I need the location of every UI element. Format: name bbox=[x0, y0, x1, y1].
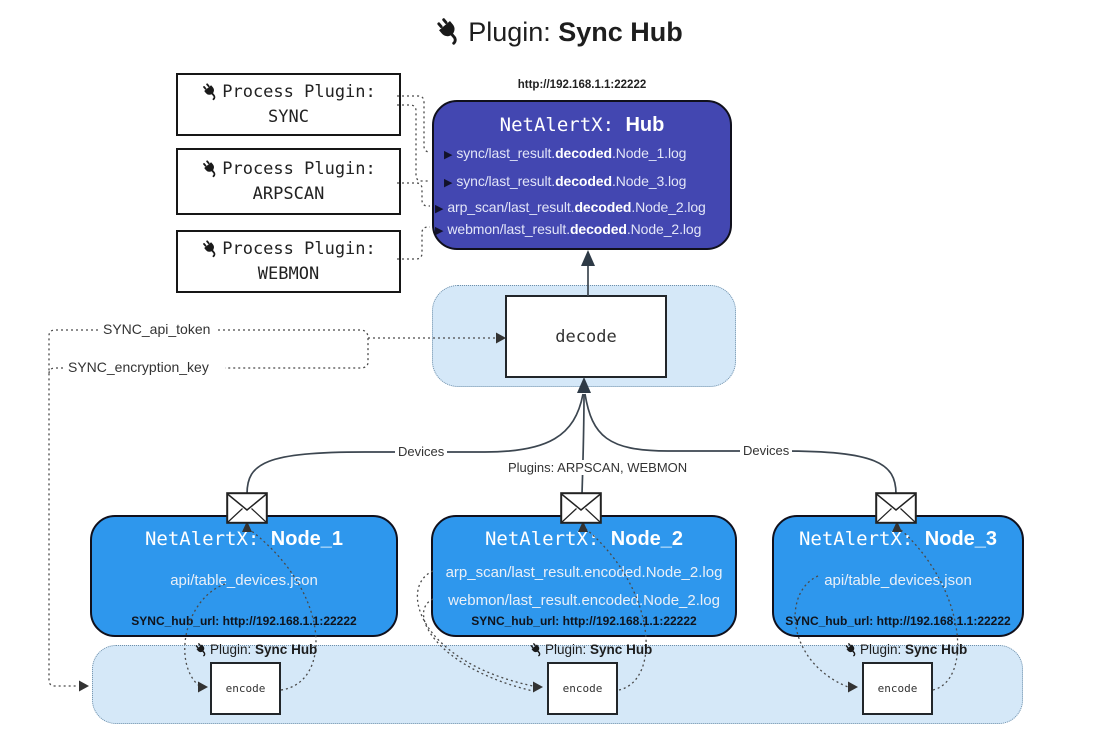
encode-plugin-label: Plugin: Sync Hub bbox=[844, 642, 967, 657]
process-plugin-name: SYNC bbox=[268, 106, 309, 127]
node-file: webmon/last_result.encoded.Node_2.log bbox=[448, 592, 720, 609]
encode-plugin-label: Plugin: Sync Hub bbox=[529, 642, 652, 657]
node3-box: NetAlertX: Node_3 api/table_devices.json… bbox=[772, 515, 1024, 637]
encode-box: encode bbox=[547, 662, 618, 715]
link-sync-log2 bbox=[397, 104, 430, 182]
plug-icon bbox=[434, 16, 464, 46]
triangle-marker-icon: ▶ bbox=[435, 225, 444, 237]
node2-box: NetAlertX: Node_2 arp_scan/last_result.e… bbox=[431, 515, 737, 637]
page-title: Plugin: Sync Hub bbox=[0, 16, 1117, 48]
node-file: arp_scan/last_result.encoded.Node_2.log bbox=[445, 564, 723, 581]
link-secrets-bottom bbox=[48, 329, 103, 687]
edge-label-devices-right: Devices bbox=[740, 443, 793, 458]
process-plugin-label: Process Plugin: bbox=[201, 80, 376, 105]
node-file: api/table_devices.json bbox=[170, 572, 318, 589]
hub-log-line: ▶arp_scan/last_result.decoded.Node_2.log bbox=[435, 199, 706, 215]
title-name: Sync Hub bbox=[558, 17, 683, 47]
triangle-marker-icon: ▶ bbox=[444, 149, 453, 161]
decode-box: decode bbox=[505, 295, 667, 378]
encode-plugin-label: Plugin: Sync Hub bbox=[194, 642, 317, 657]
process-plugin-arpscan-box: Process Plugin: ARPSCAN bbox=[176, 148, 401, 215]
plug-icon bbox=[194, 642, 209, 657]
node-title: NetAlertX: Node_2 bbox=[484, 528, 684, 550]
hub-box: NetAlertX: Hub ▶sync/last_result.decoded… bbox=[432, 100, 732, 250]
hub-url-label: http://192.168.1.1:22222 bbox=[517, 79, 647, 91]
envelope-icon bbox=[560, 492, 602, 524]
node-title: NetAlertX: Node_3 bbox=[798, 528, 998, 550]
process-plugin-label: Process Plugin: bbox=[201, 237, 376, 262]
process-plugin-sync-box: Process Plugin: SYNC bbox=[176, 73, 401, 136]
encode-box: encode bbox=[210, 662, 281, 715]
edge-label-devices-left: Devices bbox=[395, 444, 448, 459]
node-file: api/table_devices.json bbox=[824, 572, 972, 589]
link-arpscan-log3 bbox=[397, 182, 430, 207]
node-title: NetAlertX: Node_1 bbox=[144, 528, 344, 550]
plug-icon bbox=[201, 82, 220, 101]
process-plugin-webmon-box: Process Plugin: WEBMON bbox=[176, 230, 401, 293]
hub-log-line: ▶sync/last_result.decoded.Node_1.log bbox=[444, 145, 687, 161]
plug-icon bbox=[201, 159, 220, 178]
sync-encryption-key-label: SYNC_encryption_key bbox=[65, 359, 212, 375]
envelope-icon bbox=[875, 492, 917, 524]
node-hub-url: SYNC_hub_url: http://192.168.1.1:22222 bbox=[785, 614, 1011, 628]
link-sync-log1 bbox=[397, 95, 431, 153]
link-webmon-log4 bbox=[397, 226, 430, 260]
hub-log-line: ▶webmon/last_result.decoded.Node_2.log bbox=[435, 221, 702, 237]
link-secrets-bracket bbox=[218, 329, 369, 369]
plug-icon bbox=[529, 642, 544, 657]
node-hub-url: SYNC_hub_url: http://192.168.1.1:22222 bbox=[471, 614, 697, 628]
edge-label-plugins: Plugins: ARPSCAN, WEBMON bbox=[505, 460, 691, 475]
process-plugin-name: ARPSCAN bbox=[252, 183, 325, 204]
plug-icon bbox=[844, 642, 859, 657]
title-label: Plugin: bbox=[468, 17, 551, 47]
hub-title: NetAlertX: Hub bbox=[499, 114, 665, 136]
triangle-marker-icon: ▶ bbox=[435, 203, 444, 215]
plug-icon bbox=[201, 239, 220, 258]
triangle-marker-icon: ▶ bbox=[444, 177, 453, 189]
encode-box: encode bbox=[862, 662, 933, 715]
process-plugin-label: Process Plugin: bbox=[201, 157, 376, 182]
edge-node2-decode bbox=[581, 393, 585, 495]
process-plugin-name: WEBMON bbox=[257, 263, 320, 284]
node-hub-url: SYNC_hub_url: http://192.168.1.1:22222 bbox=[131, 614, 357, 628]
hub-log-line: ▶sync/last_result.decoded.Node_3.log bbox=[444, 173, 687, 189]
sync-api-token-label: SYNC_api_token bbox=[100, 321, 214, 337]
node1-box: NetAlertX: Node_1 api/table_devices.json… bbox=[90, 515, 398, 637]
envelope-icon bbox=[226, 492, 268, 524]
